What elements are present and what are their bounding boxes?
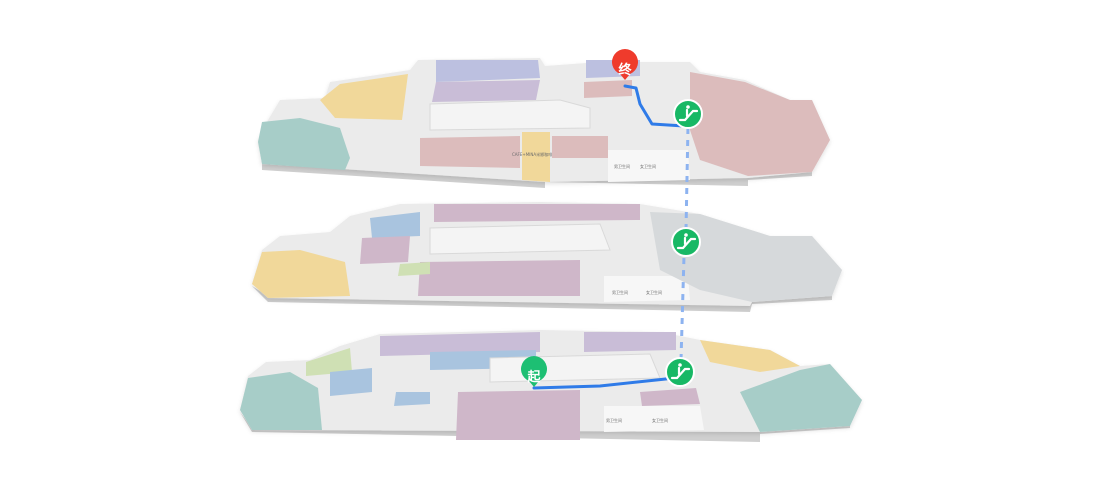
bot-restroom-label-2: 女卫生间 [652,417,668,423]
bot-purple-a[interactable] [380,332,540,356]
escalator-middle[interactable] [671,227,701,257]
mid-lightgreen[interactable] [398,262,430,276]
top-lavender-block[interactable] [436,60,540,82]
bot-teal-right[interactable] [740,364,862,432]
mid-atrium [429,223,611,255]
mid-mauve-big[interactable] [418,260,580,296]
map-pin-icon [521,356,547,387]
top-restroom-label-2: 女卫生间 [640,163,656,169]
top-purple-block[interactable] [432,80,540,102]
mid-restroom-label-1: 男卫生间 [612,289,628,295]
route-bottom-segment [532,376,677,390]
mid-mauve-row[interactable] [434,204,640,222]
escalator-top[interactable] [673,99,703,129]
bot-mauve-big[interactable] [456,390,580,440]
escalator-icon [676,233,697,250]
mid-restroom-label-2: 女卫生间 [646,289,662,295]
mid-white-block[interactable] [604,276,690,302]
bot-purple-row[interactable] [584,332,676,352]
escalator-icon [670,363,691,380]
bot-white-block[interactable] [604,406,704,432]
bot-lightgreen[interactable] [306,348,352,376]
mid-yellow-block[interactable] [252,250,350,298]
bot-mauve-block[interactable] [640,388,700,406]
bot-blue-c[interactable] [394,392,430,406]
top-teal-block[interactable] [258,118,350,170]
top-atrium [429,99,591,131]
floor-bottom-edge [240,412,850,442]
bot-atrium [489,353,661,383]
floor-top-edge [262,162,812,188]
mid-mauve-block-a[interactable] [360,236,410,264]
top-cafe-label: CAFE+MINA米娜咖啡 [512,151,552,157]
floor-bottom[interactable]: 男卫生间 女卫生间 [240,330,862,442]
top-yellow-block[interactable] [320,74,408,120]
top-restroom-label-1: 男卫生间 [614,163,630,169]
top-pink-block-b[interactable] [552,136,608,158]
bot-teal-left[interactable] [240,372,322,430]
bot-yellow-right[interactable] [700,340,800,372]
route-floor-connector-lower [679,255,686,361]
top-yellow-cafe[interactable] [522,132,550,182]
floor-middle[interactable]: 男卫生间 女卫生间 [252,202,842,312]
route-floor-connector-upper [684,125,690,231]
top-pink-strip[interactable] [584,80,632,98]
escalator-bottom[interactable] [665,357,695,387]
top-pink-block-a[interactable] [420,136,520,168]
mid-blue-block[interactable] [370,212,420,238]
floor-top[interactable]: CAFE+MINA米娜咖啡 男卫生间 女卫生间 [258,58,830,188]
bot-blue-a[interactable] [330,368,372,396]
start-marker-label: 起 [526,369,541,385]
bot-restroom-label-1: 男卫生间 [606,417,622,423]
escalator-icon [678,105,699,122]
map-pin-icon [612,49,638,80]
top-white-block[interactable] [608,150,690,182]
end-marker[interactable]: 终 [612,49,638,80]
top-pink-big[interactable] [690,72,830,176]
start-marker[interactable]: 起 [521,356,547,387]
end-marker-label: 终 [618,62,632,78]
